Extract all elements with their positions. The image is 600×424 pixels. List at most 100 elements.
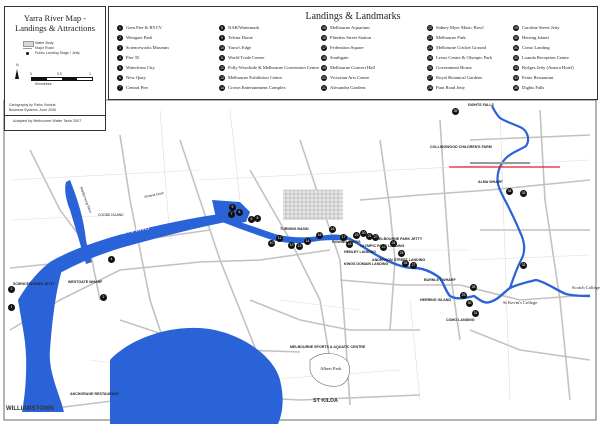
landmark-label: Como Landing <box>522 45 550 50</box>
map-pin[interactable]: 31 <box>472 310 479 317</box>
map-pin[interactable]: 9 <box>229 204 236 211</box>
map-pin[interactable]: 7 <box>228 211 235 218</box>
map-pin[interactable]: 4 <box>108 256 115 263</box>
map-pin[interactable]: 16 <box>329 226 336 233</box>
north-label: N <box>16 63 19 67</box>
landmark-label: Southgate <box>330 55 349 60</box>
landmark-number: 33 <box>513 65 519 71</box>
map-pin[interactable]: 20 <box>360 230 367 237</box>
map-pin[interactable]: 34 <box>506 188 513 195</box>
label-anderson-street: ANDERSON STREET LANDING <box>372 258 426 262</box>
landmark-label: Lexus Centre & Olympic Park <box>436 55 493 60</box>
map-pin[interactable]: 30 <box>466 300 473 307</box>
landmark-number: 29 <box>513 25 519 31</box>
map-pin[interactable]: 23 <box>380 244 387 251</box>
map-pin[interactable]: 1 <box>8 304 15 311</box>
landmark-number: 35 <box>513 85 519 91</box>
map-pin[interactable]: 5 <box>248 216 255 223</box>
map-title-line2: Landings & Attractions <box>15 23 95 33</box>
landmark-label: Fenix Restaurant <box>522 75 554 80</box>
landmark-number: 18 <box>321 55 327 61</box>
label-kings-domain: KINGS DOMAIN LANDING <box>344 262 388 266</box>
map-pin[interactable]: 33 <box>520 190 527 197</box>
landmark-number: 6 <box>117 75 123 81</box>
landmark-label: Caroline Street Jetty <box>522 25 560 30</box>
landmark-number: 23 <box>427 35 433 41</box>
map-pin[interactable]: 24 <box>390 240 397 247</box>
north-arrow-icon <box>15 69 19 79</box>
landmark-label: Herring Island <box>522 35 549 40</box>
label-burnley-wharf: BURNLEY WHARF <box>424 278 456 282</box>
landmark-number: 30 <box>513 35 519 41</box>
landmark-number: 20 <box>321 75 327 81</box>
label-anchorage: ANCHORAGE RESTAURANT <box>70 392 120 396</box>
landmark-number: 8 <box>219 25 225 31</box>
map-pin[interactable]: 21 <box>366 233 373 240</box>
landmark-label: World Trade Centre <box>228 55 265 60</box>
landmark-label: Westgate Park <box>126 35 153 40</box>
map-title-box: Yarra River Map - Landings & Attractions… <box>4 6 106 131</box>
landmark-label: Telstra Dome <box>228 35 253 40</box>
map-pin[interactable]: 19 <box>353 232 360 239</box>
map-pin[interactable]: 28 <box>470 284 477 291</box>
landmark-number: 26 <box>427 65 433 71</box>
landmark-number: 22 <box>427 25 433 31</box>
map-pin[interactable]: 2 <box>100 294 107 301</box>
adapted-credit: Adapted by Melbourne Water Taxis 2007 <box>13 119 82 123</box>
map-pin[interactable]: 27 <box>410 262 417 269</box>
map-pin[interactable]: 22 <box>372 234 379 241</box>
map-pin[interactable]: 18 <box>346 241 353 248</box>
map-pin[interactable]: 32 <box>520 262 527 269</box>
map-pin[interactable]: 12 <box>288 242 295 249</box>
label-st-kilda: ST KILDA <box>313 398 338 404</box>
scale-1: 1 <box>89 72 91 76</box>
label-williamstown: WILLIAMSTOWN <box>6 406 54 412</box>
label-scienceworks-jetty: SCIENCEWORKS JETTY <box>13 282 55 286</box>
landmark-label: Sidney Myer Music Bowl <box>436 25 484 30</box>
landmark-number: 25 <box>427 55 433 61</box>
yarra-lower <box>50 214 226 272</box>
landmark-label: Melbourne Cricket Ground <box>436 45 487 50</box>
label-coode-island: COODE ISLAND <box>98 213 124 217</box>
label-olympic-park-landing: OLYMPIC PARK LANDING <box>360 244 405 248</box>
landmark-number: 12 <box>219 65 225 71</box>
landmark-number: 27 <box>427 75 433 81</box>
landmark-label: Melbourne Concert Hall <box>330 65 375 70</box>
map-pin[interactable]: 10 <box>268 240 275 247</box>
map-pin[interactable]: 26 <box>402 260 409 267</box>
credit-line2: Business Systems, June 2006 <box>9 108 56 112</box>
landmark-label: New Quay <box>126 75 146 80</box>
map-pin[interactable]: 11 <box>276 235 283 242</box>
landmark-number: 9 <box>219 35 225 41</box>
credit-line1: Cartography by Parks Victoria <box>9 103 56 107</box>
landmark-number: 16 <box>321 35 327 41</box>
map-pin[interactable]: 13 <box>296 243 303 250</box>
map-pin[interactable]: 25 <box>398 250 405 257</box>
map-pin[interactable]: 15 <box>316 232 323 239</box>
map-pin[interactable]: 8 <box>254 215 261 222</box>
map-pin[interactable]: 3 <box>8 286 15 293</box>
map-pin[interactable]: 17 <box>340 234 347 241</box>
map-pin[interactable]: 35 <box>452 108 459 115</box>
map-pin[interactable]: 29 <box>460 292 467 299</box>
map-pin[interactable]: 14 <box>304 238 311 245</box>
landmark-number: 10 <box>219 45 225 51</box>
map-pin[interactable]: 6 <box>236 209 243 216</box>
